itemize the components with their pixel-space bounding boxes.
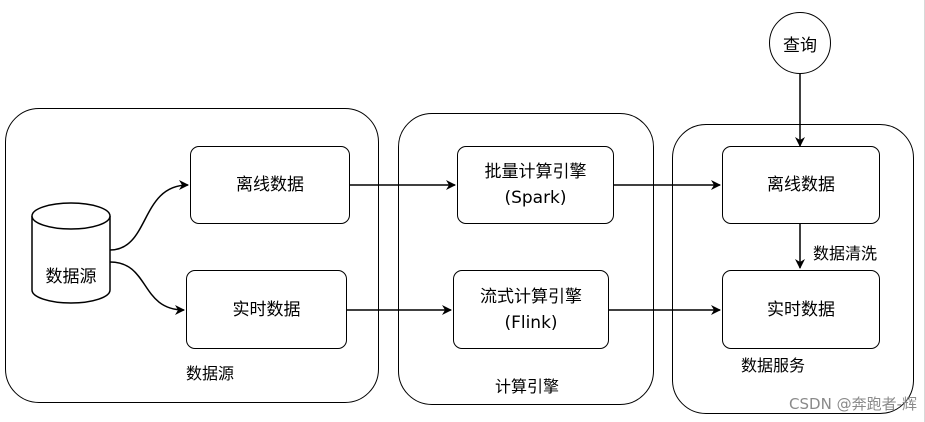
realtime-data-service-node: 实时数据 (722, 270, 880, 349)
realtime-data-source-label: 实时数据 (232, 299, 301, 320)
offline-data-source-label: 离线数据 (236, 175, 304, 195)
data-cleaning-label: 数据清洗 (813, 244, 878, 263)
realtime-data-service-label: 实时数据 (767, 299, 835, 320)
edge-source-to-offline (109, 180, 189, 251)
stream-engine-node: 流式计算引擎 (Flink) (453, 270, 609, 349)
data-source-group-label: 数据源 (186, 364, 235, 383)
offline-data-service-label: 离线数据 (767, 175, 835, 195)
data-service-group-label: 数据服务 (741, 356, 806, 375)
stream-engine-sublabel: (Flink) (504, 312, 558, 333)
compute-engine-group-label: 计算引擎 (495, 377, 560, 396)
query-label: 查询 (783, 35, 817, 56)
offline-data-service-node: 离线数据 (722, 146, 880, 224)
batch-engine-sublabel: (Spark) (504, 188, 567, 208)
batch-engine-label: 批量计算引擎 (484, 162, 587, 182)
realtime-data-source-node: 实时数据 (186, 270, 347, 349)
database-cylinder-icon (31, 202, 111, 304)
stream-engine-label: 流式计算引擎 (480, 286, 582, 307)
query-node: 查询 (769, 12, 831, 74)
csdn-watermark: CSDN @奔跑者-辉 (789, 395, 917, 413)
batch-engine-node: 批量计算引擎 (Spark) (457, 146, 614, 224)
edge-source-to-realtime (109, 261, 185, 315)
data-source-node-label: 数据源 (45, 267, 97, 287)
offline-data-source-node: 离线数据 (190, 146, 350, 224)
